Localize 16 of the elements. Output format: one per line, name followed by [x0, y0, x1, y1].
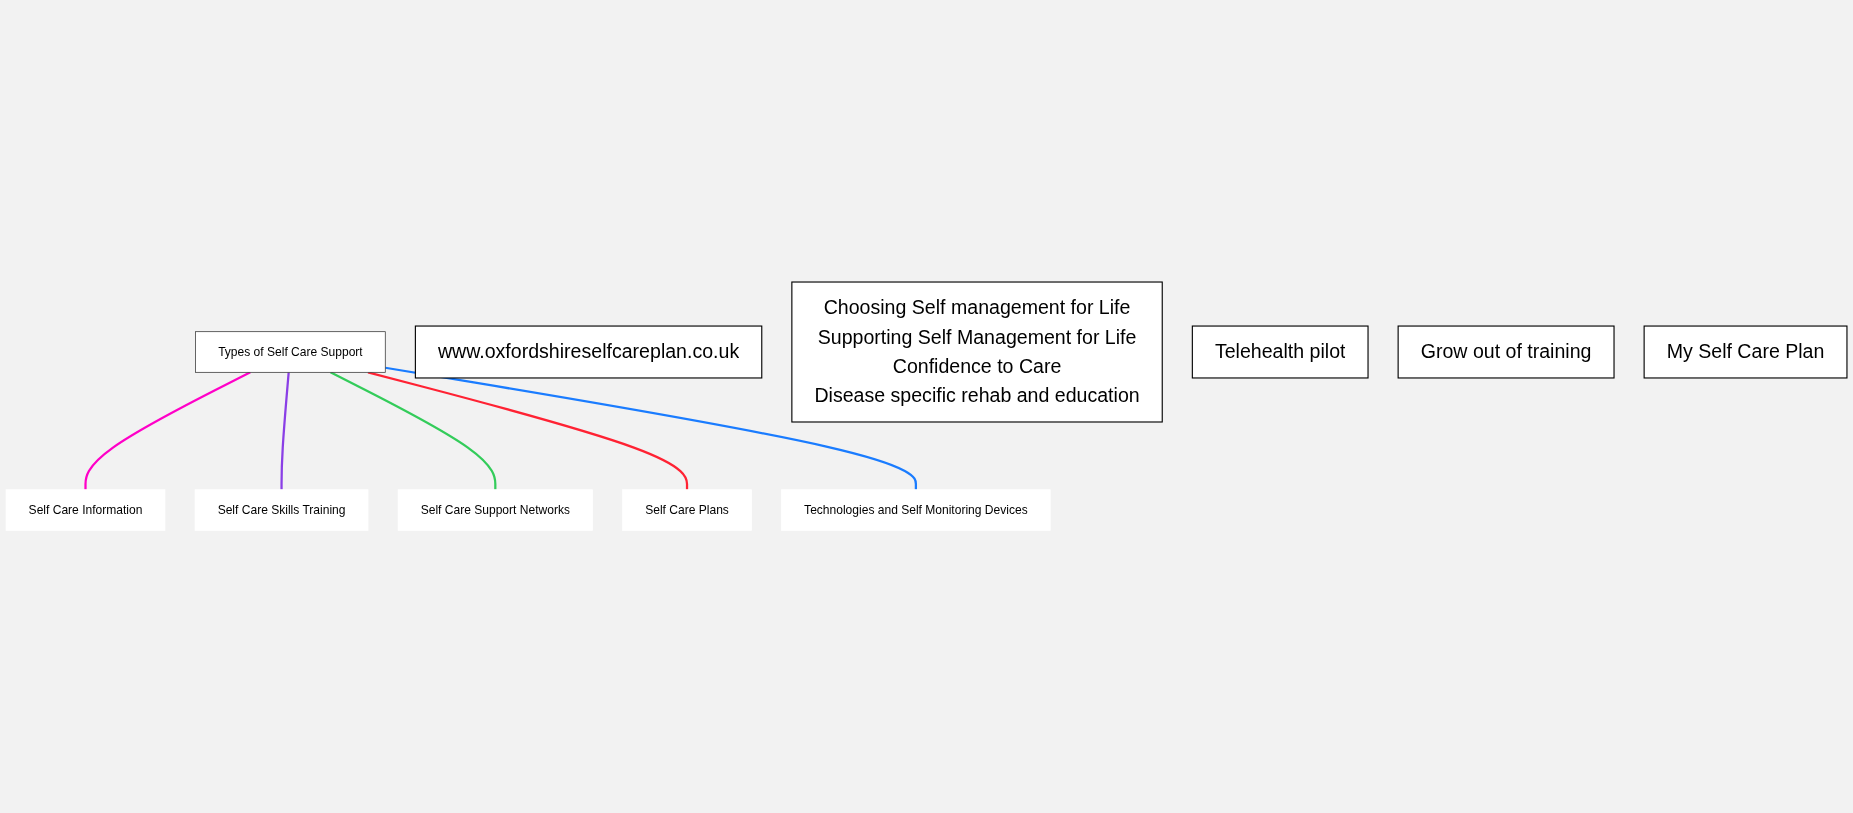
node-box: Self Care Skills Training — [194, 489, 369, 532]
node-box: Self Care Plans — [622, 489, 752, 532]
node-box: Technologies and Self Monitoring Devices — [781, 489, 1051, 532]
node-box: Self Care Information — [5, 489, 166, 532]
connector — [367, 371, 689, 491]
node-box: www.oxfordshireselfcareplan.co.uk — [414, 325, 763, 379]
node-box: Choosing Self management for Life Supporting Self Management for Life Confidence to Care Disease specific rehab and education — [791, 281, 1163, 423]
node-box: Self Care Support Networks — [397, 489, 593, 532]
connector — [330, 371, 497, 491]
connector — [84, 371, 251, 491]
node-box: Telehealth pilot — [1191, 325, 1369, 379]
node-box: Types of Self Care Support — [195, 331, 386, 373]
connector — [385, 366, 917, 491]
connector — [280, 372, 290, 491]
node-box: Grow out of training — [1397, 325, 1615, 379]
node-box: My Self Care Plan — [1643, 325, 1848, 379]
